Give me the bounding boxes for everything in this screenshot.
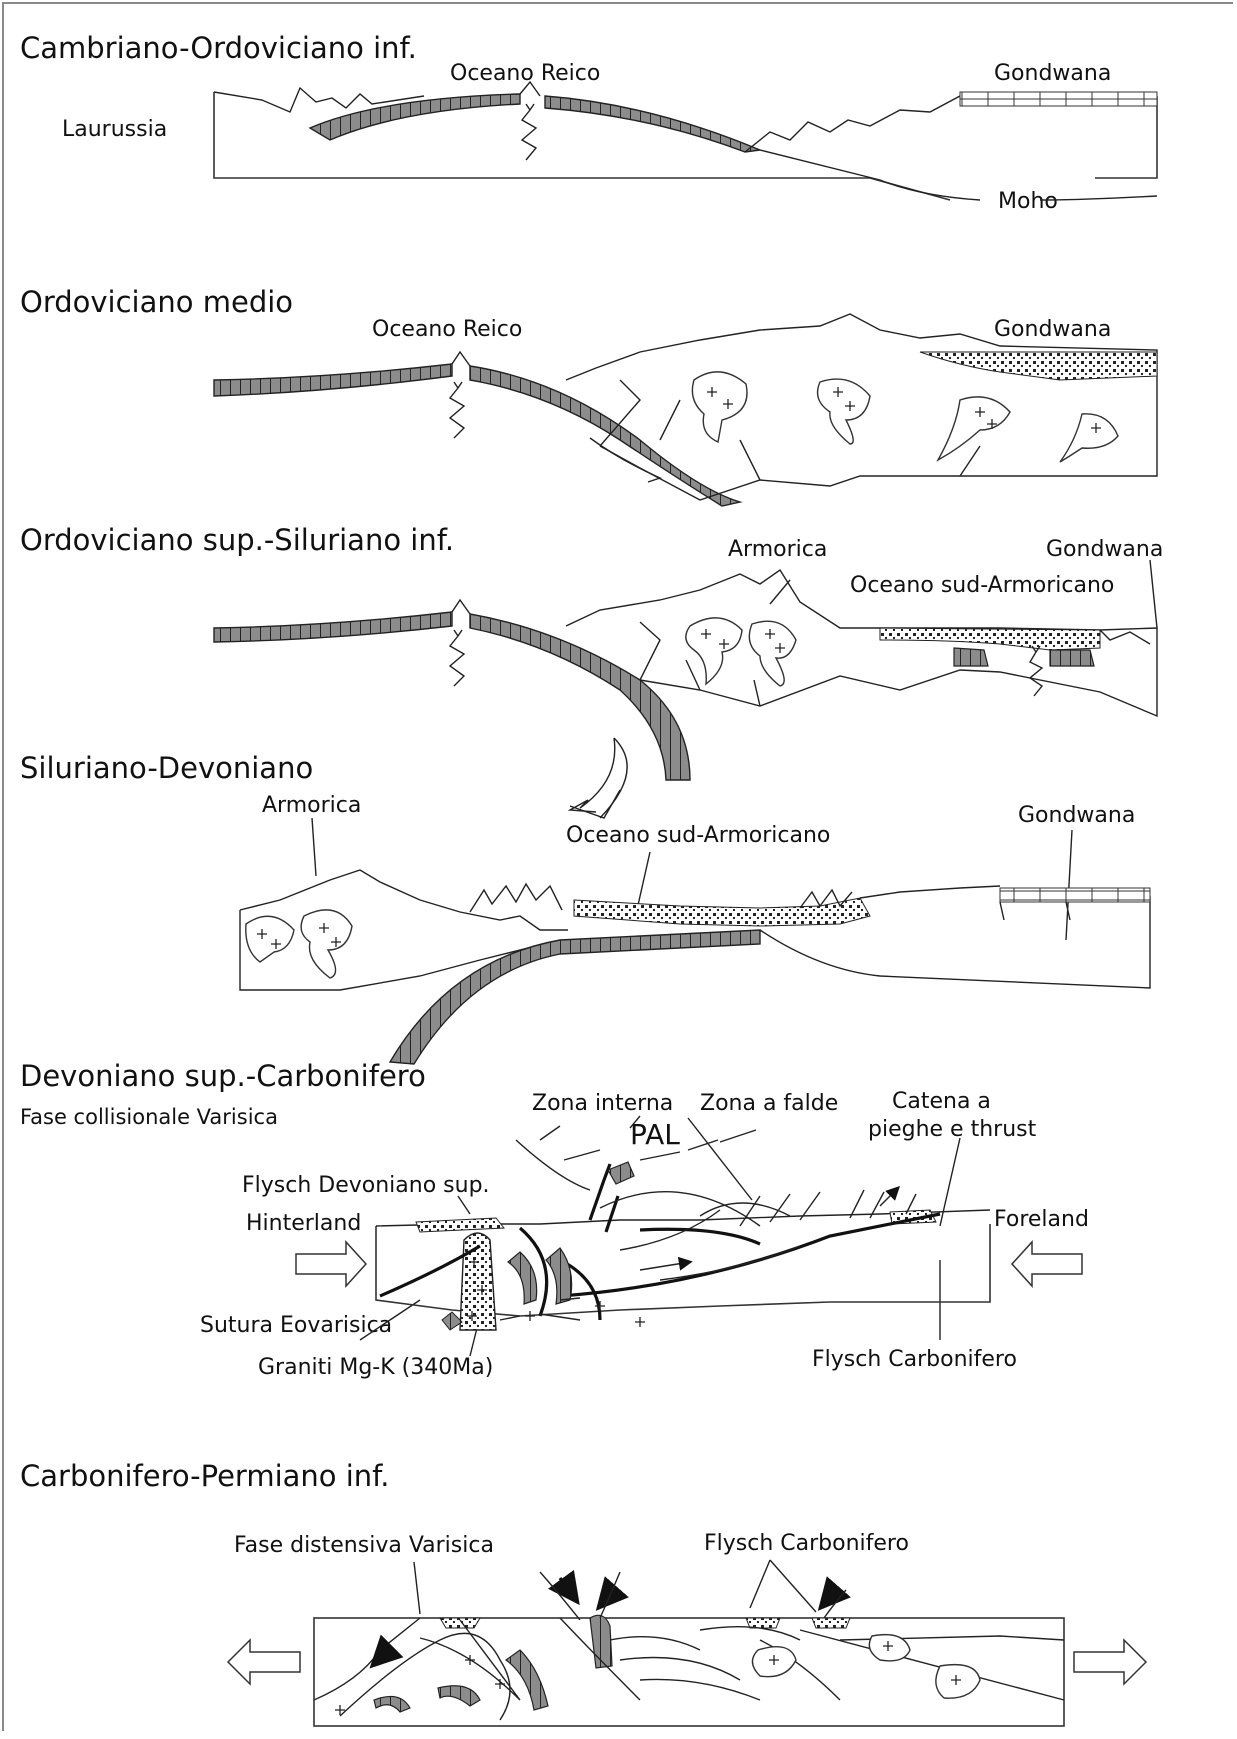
diagram-stage: Cambriano-Ordoviciano inf. Laurussia Oce… [0, 0, 1237, 1735]
figure-frame [2, 2, 1233, 1731]
